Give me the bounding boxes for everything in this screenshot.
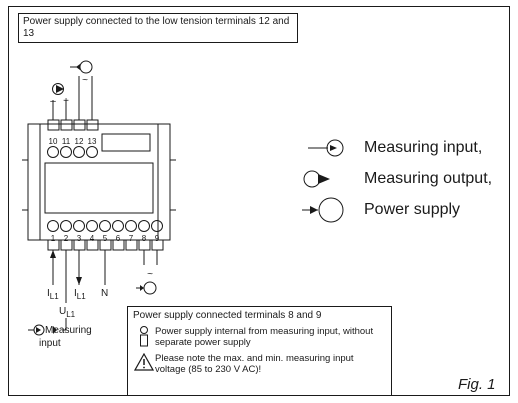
terminal-3: 3 [77, 234, 82, 243]
plug-icon [133, 326, 155, 348]
note-terminals-8-9: Power supply connected terminals 8 and 9… [127, 306, 392, 396]
note-terminals-8-9-title: Power supply connected terminals 8 and 9 [133, 310, 322, 321]
il1-label-b: IL1 [74, 288, 86, 301]
measuring-input-label-1: Measuring [45, 325, 92, 336]
terminal-5: 5 [103, 234, 108, 243]
measuring-input-label-2: input [39, 338, 61, 349]
arrow-il1-a [50, 250, 56, 258]
top-terminal-numbers: 10 11 12 13 [49, 137, 97, 146]
arrow-legend-in [330, 145, 337, 151]
top-terminal-screws [47, 146, 98, 158]
n-label: N [101, 288, 109, 299]
terminal-9: 9 [155, 234, 160, 243]
legend-measuring-input-icon [308, 139, 344, 157]
arrow-meas-input [53, 326, 57, 334]
power-supply-symbol-bottom [136, 281, 157, 295]
legend-measuring-output-label: Measuring output, [364, 170, 493, 187]
arrow-legend-ps [310, 206, 318, 214]
device-label-window [101, 133, 151, 152]
legend-power-supply-label: Power supply [364, 201, 461, 218]
figure-caption: Fig. 1 [458, 376, 496, 393]
plus-label: + [63, 96, 69, 107]
arrow-il1-b [76, 277, 82, 285]
ac-label-bottom: ~ [147, 269, 153, 280]
arrow-out-top [56, 85, 64, 93]
device-body [27, 123, 171, 241]
legend-power-supply-icon [302, 197, 344, 223]
arrow-ps-top [76, 64, 80, 70]
minus-label: – [50, 96, 56, 107]
terminal-4: 4 [90, 234, 95, 243]
note-warning-row: Please note the max. and min. measuring … [133, 353, 386, 375]
legend-measuring-input-label: Measuring input, [364, 139, 483, 156]
legend-measuring-input: Measuring input, [364, 139, 482, 157]
terminal-7: 7 [129, 234, 134, 243]
terminal-10: 10 [49, 137, 58, 146]
terminal-13: 13 [88, 137, 97, 146]
ac-label-top: ~ [82, 75, 88, 86]
note-internal-text: Power supply internal from measuring inp… [155, 326, 374, 348]
note-low-tension-text: Power supply connected to the low tensio… [23, 16, 290, 39]
il1-label-a: IL1 [47, 288, 59, 301]
power-supply-symbol-top [70, 60, 93, 74]
warning-icon [133, 353, 155, 371]
ul1-label: UL1 [59, 306, 76, 319]
terminal-2: 2 [64, 234, 69, 243]
legend-measuring-output: Measuring output, [364, 170, 492, 188]
legend-measuring-output-icon [303, 170, 321, 188]
top-terminal-blocks [47, 119, 99, 131]
arrow-ps-bottom [140, 285, 144, 291]
note-internal-row: Power supply internal from measuring inp… [133, 326, 386, 348]
bottom-terminal-screws [47, 220, 163, 232]
bottom-terminal-numbers: 1 2 3 4 5 6 7 8 9 [51, 234, 160, 243]
measuring-input-small-icon [28, 324, 45, 336]
note-warning-text: Please note the max. and min. measuring … [155, 353, 354, 375]
terminal-8: 8 [142, 234, 147, 243]
note-low-tension: Power supply connected to the low tensio… [18, 13, 298, 43]
terminal-1: 1 [51, 234, 56, 243]
bottom-wires [52, 250, 158, 303]
legend-power-supply: Power supply [364, 201, 460, 219]
device-display [44, 162, 154, 214]
terminal-12: 12 [75, 137, 84, 146]
terminal-6: 6 [116, 234, 121, 243]
arrow-legend-out [318, 174, 330, 184]
top-wires [52, 76, 93, 120]
terminal-11: 11 [62, 137, 71, 146]
